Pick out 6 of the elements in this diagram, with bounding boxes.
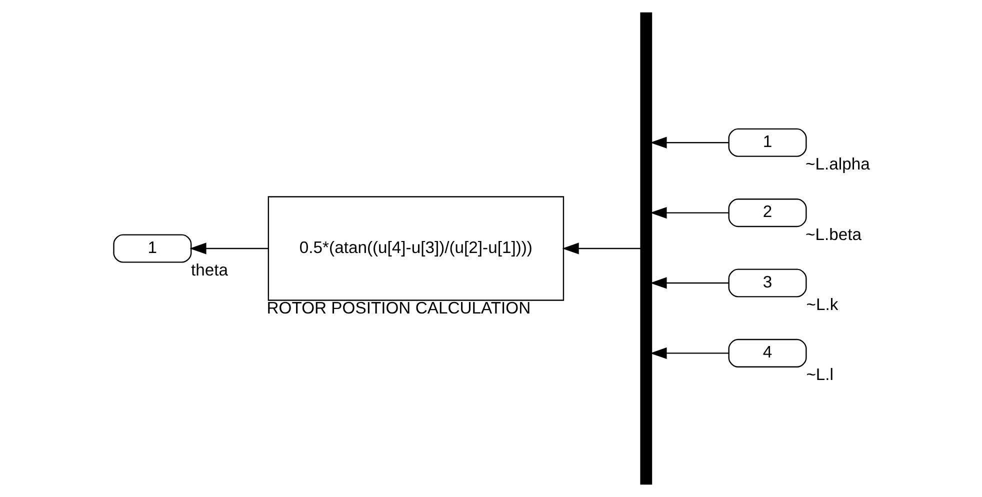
node-label: theta bbox=[190, 260, 228, 280]
node-label: ROTOR POSITION CALCULATION bbox=[266, 298, 530, 318]
node-label: ~L.l bbox=[806, 365, 834, 384]
node-label: ~L.k bbox=[806, 295, 838, 314]
node-label: ~L.alpha bbox=[805, 154, 870, 174]
node-label: ~L.beta bbox=[805, 224, 862, 244]
